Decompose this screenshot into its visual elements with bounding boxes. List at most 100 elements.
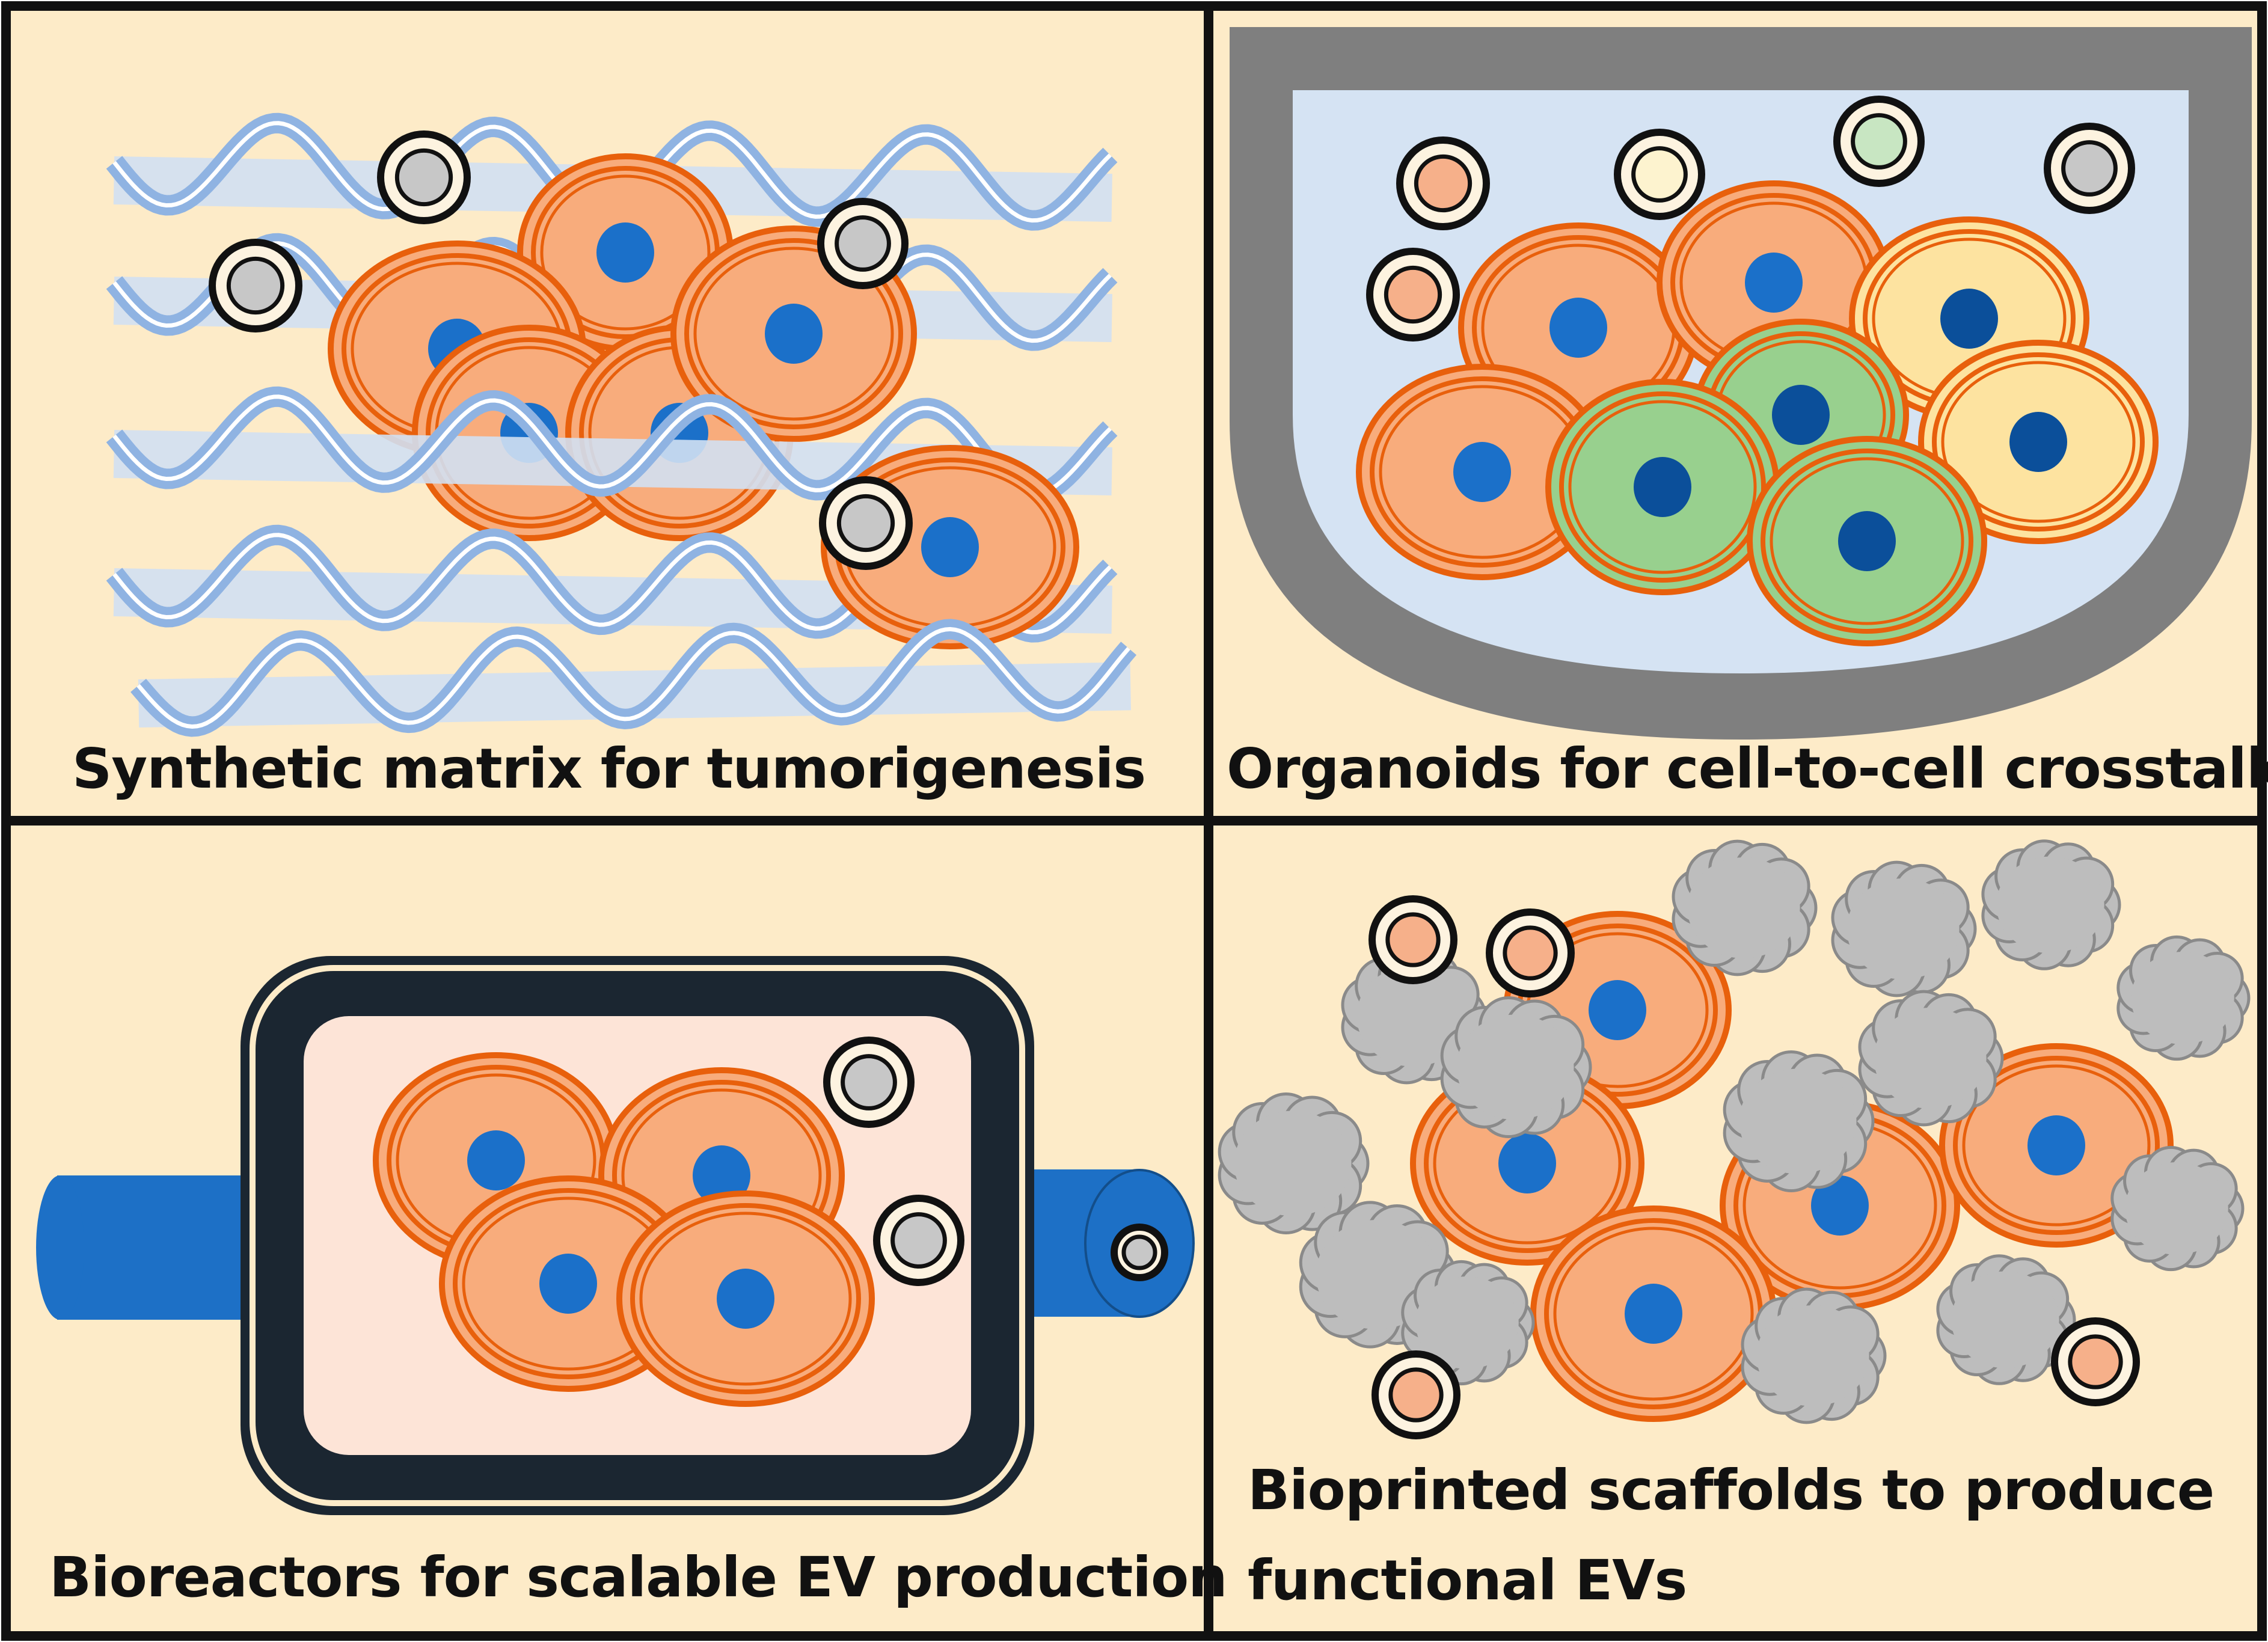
scaffold-particle [2110, 1145, 2245, 1272]
scaffold-particle [2116, 935, 2251, 1061]
extracellular-vesicle [377, 130, 471, 224]
cell [1530, 1205, 1777, 1422]
scaffold-particle [1723, 1050, 1875, 1193]
cell-inner-membrane [1962, 1064, 2151, 1227]
extracellular-vesicle [1396, 136, 1490, 230]
vesicle-core [835, 215, 891, 272]
cell-inner-membrane [1553, 1227, 1754, 1401]
scaffold-core [1234, 1110, 1352, 1216]
cell-inner-membrane [1953, 1056, 2160, 1235]
scaffold-particle [1672, 839, 1818, 976]
vesicle-core [1385, 912, 1441, 967]
cell-inner-membrane [693, 247, 894, 421]
vesicle-core [2068, 1334, 2123, 1389]
vesicle-core [890, 1212, 947, 1269]
scaffold-core [2125, 1162, 2228, 1255]
vesicle-core [1388, 1367, 1444, 1423]
vesicle-core [1851, 113, 1907, 170]
caption-bioreactors: Bioreactors for scalable EV production [49, 1545, 1228, 1610]
synthetic-matrix-illustration [106, 112, 1137, 737]
cell-inner-membrane [1559, 391, 1766, 583]
extracellular-vesicle [817, 198, 909, 289]
scaffold-core [1356, 966, 1470, 1067]
inlet-tube-end [36, 1175, 84, 1320]
cell-inner-membrane [1770, 457, 1964, 625]
nucleus [1838, 511, 1896, 571]
cell-inner-membrane [630, 1203, 861, 1394]
extracellular-vesicle [2051, 1317, 2140, 1406]
nucleus [1772, 385, 1830, 445]
extracellular-vesicle [873, 1195, 964, 1286]
nucleus [1549, 298, 1607, 358]
vesicle-core [1384, 265, 1442, 324]
caption-bioprinted-scaffolds-line1: Bioprinted scaffolds to produce [1248, 1458, 2214, 1522]
bioreactor-rim [250, 965, 1025, 1506]
vesicle-core [226, 256, 285, 315]
vesicle-core [1503, 925, 1558, 981]
nucleus [2027, 1115, 2085, 1175]
fiber-highlight [112, 394, 1112, 497]
extracellular-vesicle [1366, 248, 1460, 342]
scaffold-particle [1981, 839, 2121, 970]
nucleus [1625, 1284, 1682, 1344]
nucleus [921, 517, 979, 577]
vesicle-core [1414, 154, 1473, 213]
nucleus [717, 1269, 774, 1329]
nucleus [596, 222, 654, 283]
extracellular-vesicle [1372, 1350, 1460, 1439]
scaffold-core [1847, 878, 1960, 979]
scaffold-particle [1858, 990, 2004, 1127]
cell [616, 1190, 875, 1407]
cell [1747, 436, 1987, 646]
scaffold-particle [1831, 860, 1977, 997]
extracellular-vesicle [1833, 96, 1925, 187]
cell-inner-membrane [639, 1212, 852, 1386]
nucleus [1811, 1175, 1869, 1236]
scaffold-core [1951, 1271, 2059, 1368]
matrix-fiber [130, 619, 1137, 737]
scaffold-core [1687, 857, 1800, 958]
nucleus [693, 1145, 750, 1205]
caption-synthetic-matrix: Synthetic matrix for tumorigenesis [72, 737, 1146, 801]
nucleus [2009, 412, 2067, 472]
vesicle-core [2061, 140, 2118, 197]
nucleus [1634, 457, 1691, 517]
cell-inner-membrane [1941, 361, 2136, 523]
scaffold-core [1456, 1014, 1574, 1120]
bioprinted-scaffold-illustration [1218, 839, 2251, 1439]
bioreactor-illustration [36, 956, 1195, 1515]
vesicle-core [394, 148, 453, 207]
cell-inner-membrane [1932, 352, 2145, 532]
scaffold-particle [1401, 1260, 1535, 1386]
scaffold-core [1756, 1305, 1869, 1406]
nucleus [1940, 289, 1998, 349]
nucleus [1498, 1133, 1556, 1193]
extracellular-vesicle [1614, 129, 1705, 220]
nucleus [765, 304, 823, 364]
extracellular-vesicle [1486, 908, 1575, 997]
cell-inner-membrane [1568, 400, 1757, 574]
organoid-well-illustration [1230, 27, 2252, 740]
extracellular-vesicle [1368, 895, 1457, 984]
vesicle-core [1631, 146, 1688, 203]
nucleus [1745, 253, 1803, 313]
nucleus [1589, 980, 1646, 1040]
scaffold-core [1415, 1276, 1519, 1369]
scaffold-particle [1218, 1092, 1370, 1235]
cell [1918, 340, 2159, 544]
cell-inner-membrane [684, 238, 903, 429]
scaffold-particle [1299, 1201, 1457, 1349]
vesicle-core [841, 1054, 897, 1110]
extracellular-vesicle [823, 1037, 915, 1128]
scaffold-core [1996, 856, 2104, 954]
extracellular-vesicle [1111, 1224, 1168, 1281]
caption-bioprinted-scaffolds-line2: functional EVs [1248, 1548, 1687, 1613]
cell [1545, 379, 1780, 595]
scaffold-core [1874, 1008, 1987, 1109]
nucleus [467, 1130, 525, 1190]
cell-inner-membrane [1761, 449, 1973, 634]
vesicle-core [1121, 1234, 1157, 1270]
caption-organoids: Organoids for cell-to-cell crosstalk [1227, 737, 2268, 801]
